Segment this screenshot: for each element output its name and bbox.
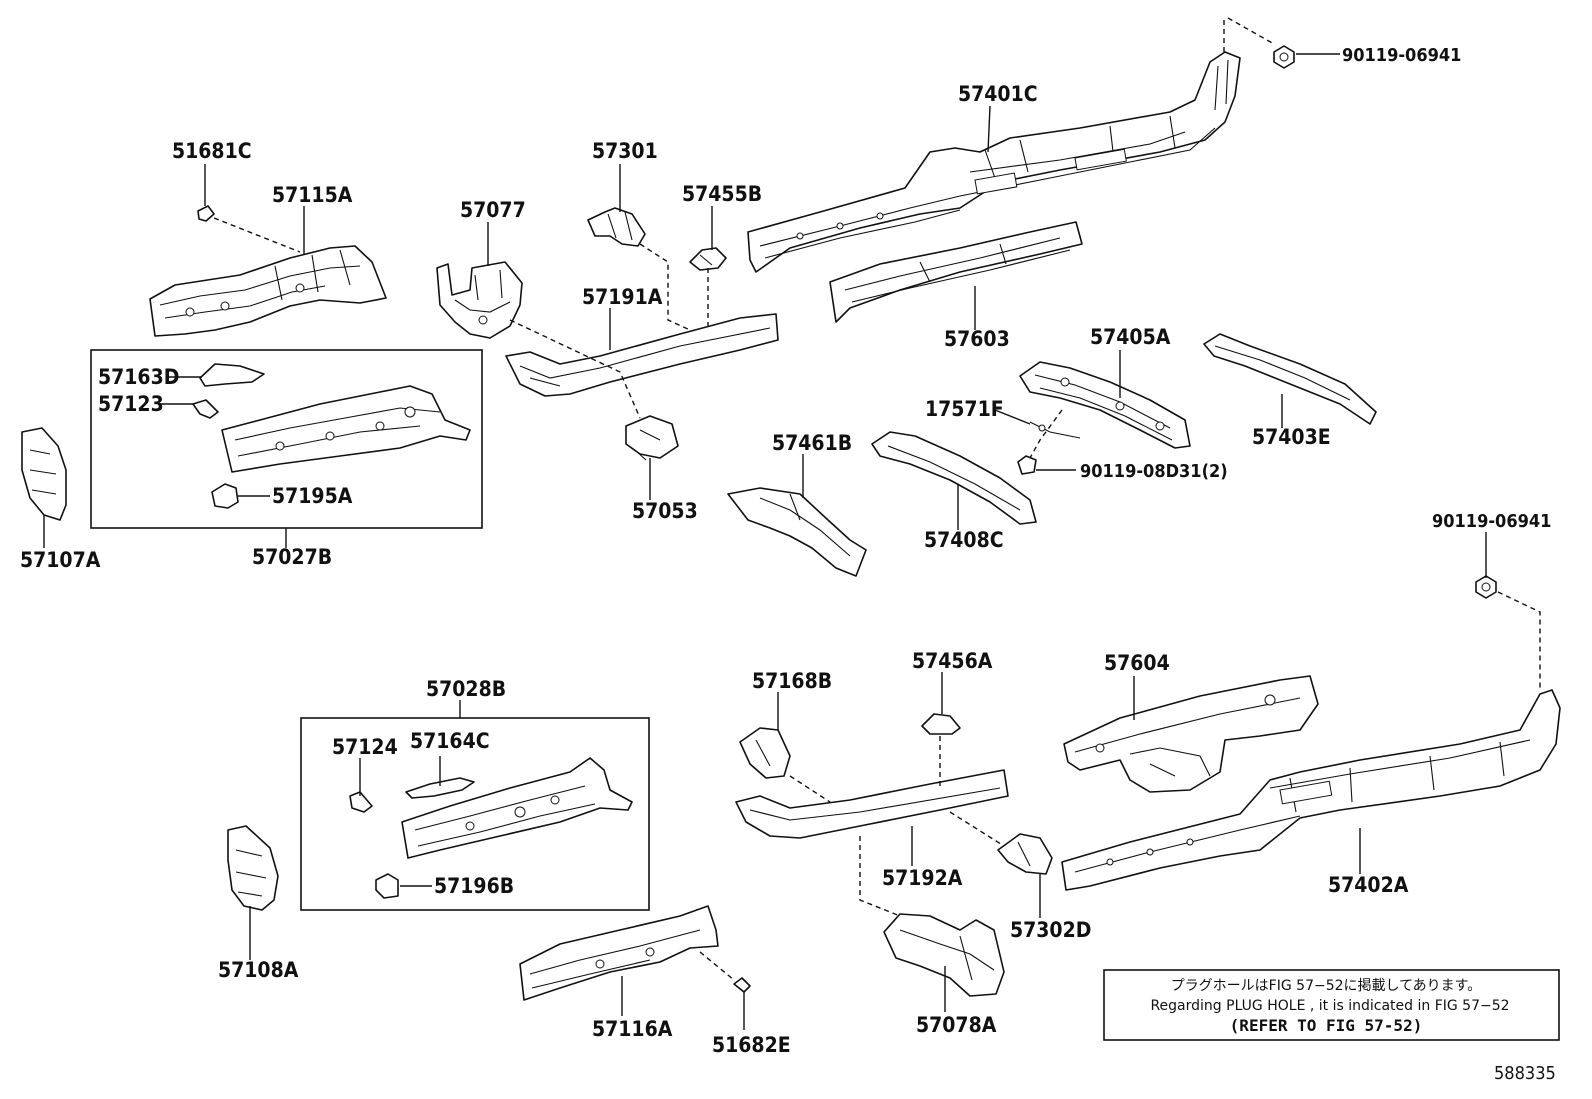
- part-57168b-shape: [739, 727, 791, 779]
- label-90119-08d31: 90119-08D31(2): [1080, 461, 1228, 482]
- part-57108a-shape: [227, 825, 279, 911]
- label-57603: 57603: [944, 327, 1010, 351]
- note-line-en: Regarding PLUG HOLE , it is indicated in…: [1150, 998, 1509, 1014]
- part-57192a-shape: [735, 769, 1009, 839]
- part-57107a-shape: [21, 427, 67, 521]
- part-57401c-shape: [747, 51, 1241, 273]
- diagram-id: 588335: [1494, 1063, 1556, 1084]
- label-57403e: 57403E: [1252, 425, 1331, 449]
- note-line-jp: プラグホールはFIG 57−52に掲載してあります。: [1171, 978, 1482, 994]
- label-57053: 57053: [632, 499, 698, 523]
- label-17571f: 17571F: [925, 397, 1004, 421]
- note-line-ref: (REFER TO FIG 57-52): [1230, 1016, 1423, 1035]
- part-57455b-shape: [689, 247, 727, 271]
- part-57028b-inner-shape: [401, 757, 633, 859]
- plug-hole-note: プラグホールはFIG 57−52に掲載してあります。 Regarding PLU…: [1103, 969, 1560, 1041]
- label-57191a: 57191A: [582, 285, 663, 309]
- label-57116a: 57116A: [592, 1017, 673, 1041]
- note-box: [1103, 969, 1560, 1041]
- part-57116a-shape: [519, 905, 719, 1001]
- label-57456a: 57456A: [912, 649, 993, 673]
- label-57604: 57604: [1104, 651, 1170, 675]
- label-57107a: 57107A: [20, 548, 101, 572]
- part-90119-06941-right-shape: [1475, 575, 1497, 599]
- part-17571f-shape: [1029, 421, 1081, 439]
- label-90119-06941-right: 90119-06941: [1432, 511, 1551, 532]
- part-90119-08d31-shape: [1017, 455, 1037, 475]
- part-57603-shape: [829, 221, 1083, 323]
- part-57456a-shape: [921, 713, 961, 735]
- part-57078a-shape: [883, 913, 1005, 997]
- label-90119-06941-top: 90119-06941: [1342, 45, 1461, 66]
- label-57402a: 57402A: [1328, 873, 1409, 897]
- label-57302d: 57302D: [1010, 918, 1091, 942]
- label-57028b: 57028B: [426, 677, 506, 701]
- label-57078a: 57078A: [916, 1013, 997, 1037]
- part-57053-shape: [625, 415, 679, 461]
- label-57164c: 57164C: [410, 729, 490, 753]
- label-57027b: 57027B: [252, 545, 332, 569]
- label-57168b: 57168B: [752, 669, 832, 693]
- label-57108a: 57108A: [218, 958, 299, 982]
- label-57405a: 57405A: [1090, 325, 1171, 349]
- part-51681c-shape: [197, 205, 215, 222]
- group-box-57028b: [300, 717, 650, 911]
- label-57461b: 57461B: [772, 431, 852, 455]
- label-51681c: 51681C: [172, 139, 252, 163]
- label-57124: 57124: [332, 735, 398, 759]
- part-57077-shape: [436, 261, 523, 339]
- part-51682e-shape: [733, 977, 751, 993]
- part-57402a-shape: [1061, 689, 1561, 891]
- part-57124-shape: [349, 791, 373, 813]
- label-57408c: 57408C: [924, 528, 1004, 552]
- leader-lines: [43, 53, 1487, 1030]
- part-57115a-shape: [149, 245, 387, 337]
- part-57163d-shape: [199, 363, 265, 387]
- label-57163d: 57163D: [98, 365, 179, 389]
- part-90119-06941-top-shape: [1273, 45, 1295, 69]
- label-57195a: 57195A: [272, 484, 353, 508]
- label-57455b: 57455B: [682, 182, 762, 206]
- part-57195a-shape: [211, 483, 239, 509]
- part-57403e-shape: [1203, 333, 1377, 425]
- label-57123: 57123: [98, 392, 164, 416]
- label-51682e: 51682E: [712, 1033, 791, 1057]
- part-57164c-shape: [405, 777, 475, 799]
- part-57302d-shape: [997, 833, 1053, 875]
- part-57604-shape: [1063, 675, 1319, 793]
- part-57405a-shape: [1019, 361, 1191, 449]
- label-57301: 57301: [592, 139, 658, 163]
- dashed-guide-lines: [213, 17, 1541, 981]
- label-57077: 57077: [460, 198, 526, 222]
- label-57401c: 57401C: [958, 82, 1038, 106]
- part-57408c-shape: [871, 431, 1037, 525]
- part-labels: 51681C 57115A 57077 57301 57455B 57401C …: [20, 45, 1551, 1057]
- part-57196b-shape: [375, 873, 399, 899]
- part-57123-shape: [192, 399, 219, 419]
- part-57461b-shape: [727, 487, 867, 577]
- part-57301-shape: [587, 207, 646, 247]
- label-57196b: 57196B: [434, 874, 514, 898]
- label-57115a: 57115A: [272, 183, 353, 207]
- part-57027b-inner-shape: [221, 385, 471, 473]
- part-57191a-shape: [505, 313, 779, 397]
- label-57192a: 57192A: [882, 866, 963, 890]
